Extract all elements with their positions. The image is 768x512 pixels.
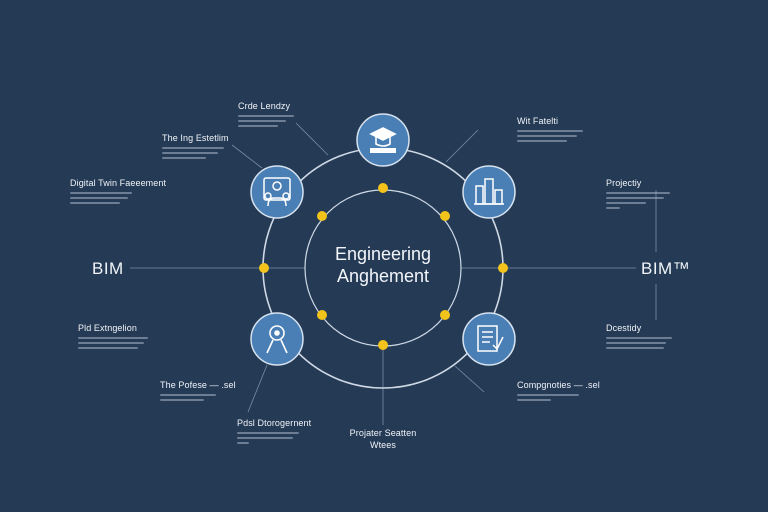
- junction-dot: [440, 211, 450, 221]
- label-title: Compgnoties — .sel: [517, 380, 600, 390]
- connector-line: [247, 364, 268, 413]
- label-title-line1: Projater Seatten: [349, 428, 417, 438]
- label-wit-fatelti: Wit Fatelti: [517, 116, 583, 145]
- junction-dot: [440, 310, 450, 320]
- label-description-lines: [237, 432, 299, 444]
- connector-line: [454, 365, 485, 393]
- junction-dot: [317, 310, 327, 320]
- label-title: Crde Lendzy: [238, 101, 291, 111]
- label-description-lines: [160, 394, 220, 401]
- label-description-lines: [606, 192, 670, 209]
- graduation-cap-icon: [369, 127, 397, 153]
- junction-dot: [378, 183, 388, 193]
- label-title: The Pofese — .sel: [160, 380, 236, 390]
- document-check-icon: [477, 325, 504, 352]
- label-compgnoties: Compgnoties — .sel: [517, 380, 600, 404]
- junction-dot: [317, 211, 327, 221]
- node-city-buildings: [462, 165, 516, 219]
- label-projectiy: Projectiy: [606, 178, 670, 212]
- node-compass: [250, 312, 304, 366]
- team-people-icon: [263, 177, 291, 207]
- label-dcestidy: Dcestidy: [606, 323, 674, 352]
- label-the-ing-estetlim: The Ing Estetlim: [162, 133, 229, 162]
- compass-pen-icon: [266, 325, 288, 354]
- connector-line: [445, 129, 479, 163]
- label-crde-lendzy: Crde Lendzy: [238, 101, 294, 130]
- label-description-lines: [517, 394, 581, 401]
- label-description-lines: [238, 115, 294, 127]
- junction-dot: [378, 340, 388, 350]
- label-digital-twin: Digital Twin Faeeement: [70, 178, 166, 207]
- bim-label-left: BIM: [92, 259, 124, 278]
- label-title: Digital Twin Faeeement: [70, 178, 167, 188]
- label-title: Dcestidy: [606, 323, 642, 333]
- label-description-lines: [517, 130, 583, 142]
- label-pdsl-dtorogernent: Pdsl Dtorogernent: [237, 418, 311, 447]
- label-pld-extngelion: Pld Extngelion: [78, 323, 148, 352]
- node-team: [250, 165, 304, 219]
- label-title: The Ing Estetlim: [162, 133, 229, 143]
- label-title-line2: Wtees: [369, 440, 396, 450]
- label-the-pofese: The Pofese — .sel: [160, 380, 236, 404]
- label-description-lines: [162, 147, 226, 159]
- label-title: Pdsl Dtorogernent: [237, 418, 312, 428]
- connector-line: [231, 144, 263, 169]
- node-graduation-cap: [356, 113, 410, 167]
- label-description-lines: [70, 192, 136, 204]
- label-title: Pld Extngelion: [78, 323, 137, 333]
- connector-line: [295, 122, 329, 156]
- label-title: Projectiy: [606, 178, 642, 188]
- label-description-lines: [606, 337, 674, 349]
- center-title-line2: Anghement: [336, 266, 430, 286]
- label-description-lines: [78, 337, 148, 349]
- label-projater-seatten: Projater Seatten Wtees: [347, 428, 419, 450]
- node-document: [462, 312, 516, 366]
- center-title-line1: Engineering: [334, 244, 432, 264]
- city-buildings-icon: [474, 178, 504, 205]
- label-title: Wit Fatelti: [517, 116, 559, 126]
- junction-dot: [259, 263, 269, 273]
- junction-dot: [498, 263, 508, 273]
- bim-label-right: BIM™: [641, 259, 691, 278]
